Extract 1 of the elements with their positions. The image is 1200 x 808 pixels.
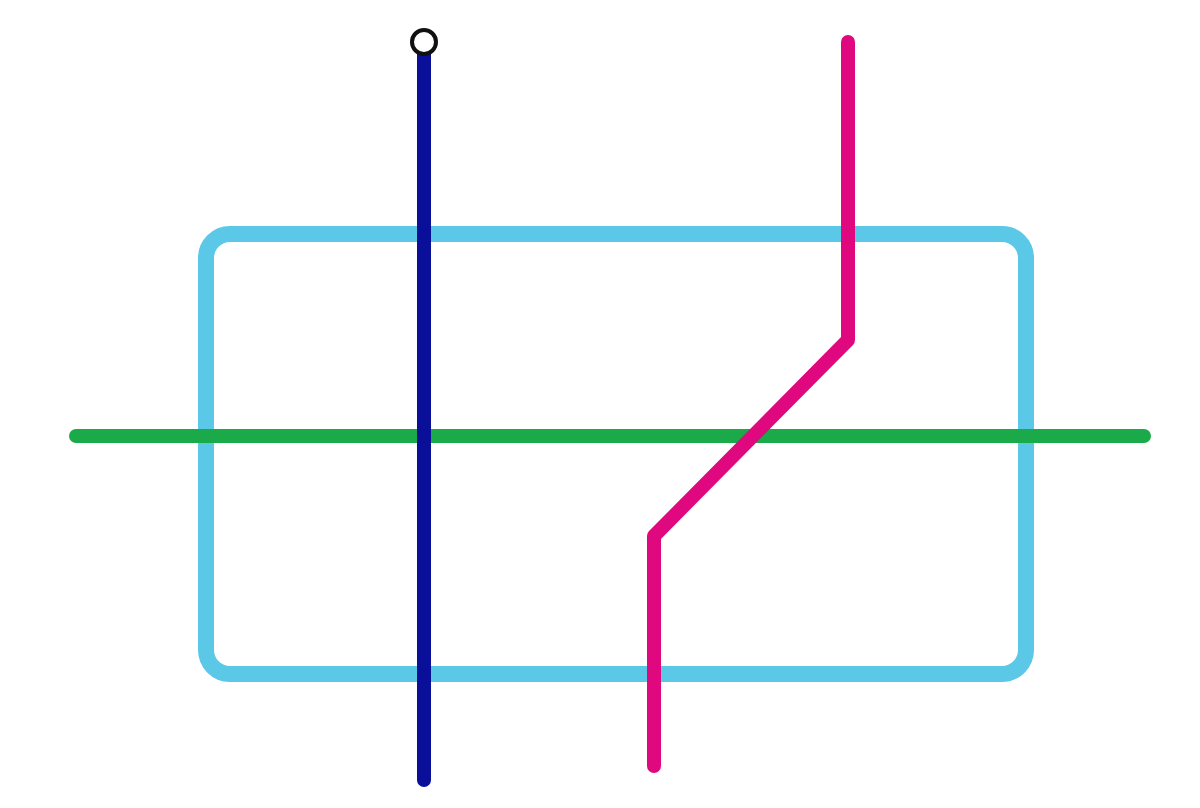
- rounded-rectangle: [198, 226, 1034, 682]
